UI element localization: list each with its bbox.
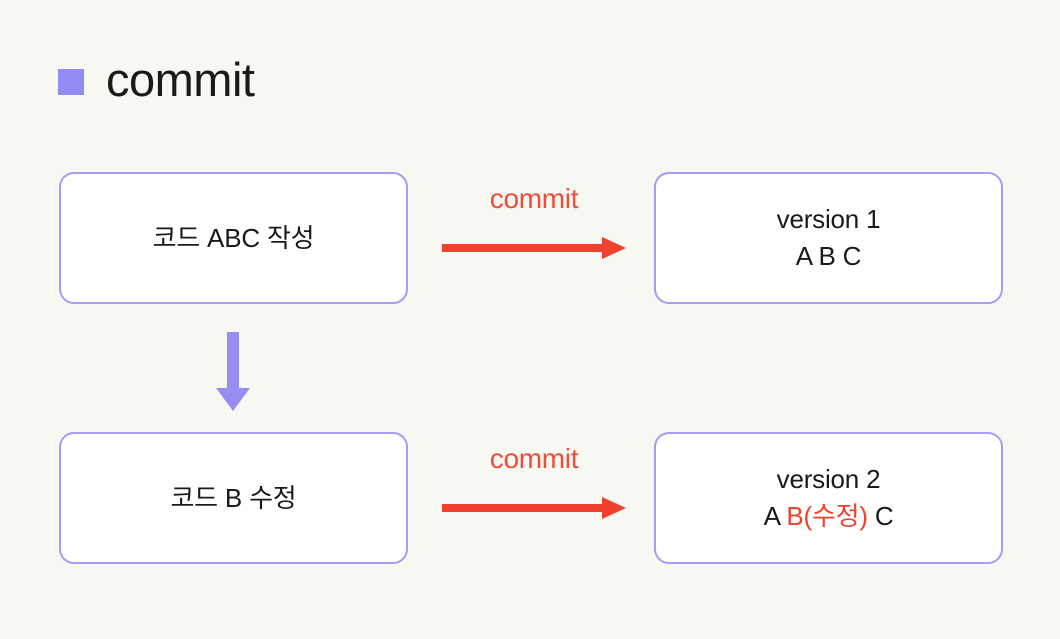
node-box-code-b[interactable]: 코드 B 수정 [59,432,408,564]
commit-arrow-group-1: commit [434,185,634,275]
node-box-code-b-line-1: 코드 B 수정 [170,482,297,513]
filled-square-icon [58,69,84,95]
commit-label-1: commit [489,183,579,214]
down-arrow-icon [216,332,250,411]
commit-label-2: commit [489,443,579,474]
page-title: commit [106,52,255,106]
node-box-version-1-line-2: A B C [795,241,862,271]
node-box-version-1-line-1: version 1 [776,204,881,235]
version-2-segment-a: A [763,501,787,531]
node-box-version-2-line-1: version 2 [776,464,881,495]
version-2-segment-b-modified: B(수정) [786,501,868,531]
node-box-version-1[interactable]: version 1 A B C [654,172,1003,304]
node-box-version-2[interactable]: version 2 A B(수정) C [654,432,1003,564]
node-box-version-2-line-2: A B(수정) C [764,498,894,535]
down-arrow-group [208,330,258,414]
node-box-code-abc-line-1: 코드 ABC 작성 [152,222,315,253]
page-title-row: commit [58,50,255,108]
version-2-segment-c: C [867,501,894,531]
right-arrow-icon-1 [442,237,626,259]
right-arrow-icon-2 [442,497,626,519]
node-box-code-abc[interactable]: 코드 ABC 작성 [59,172,408,304]
commit-arrow-group-2: commit [434,445,634,535]
